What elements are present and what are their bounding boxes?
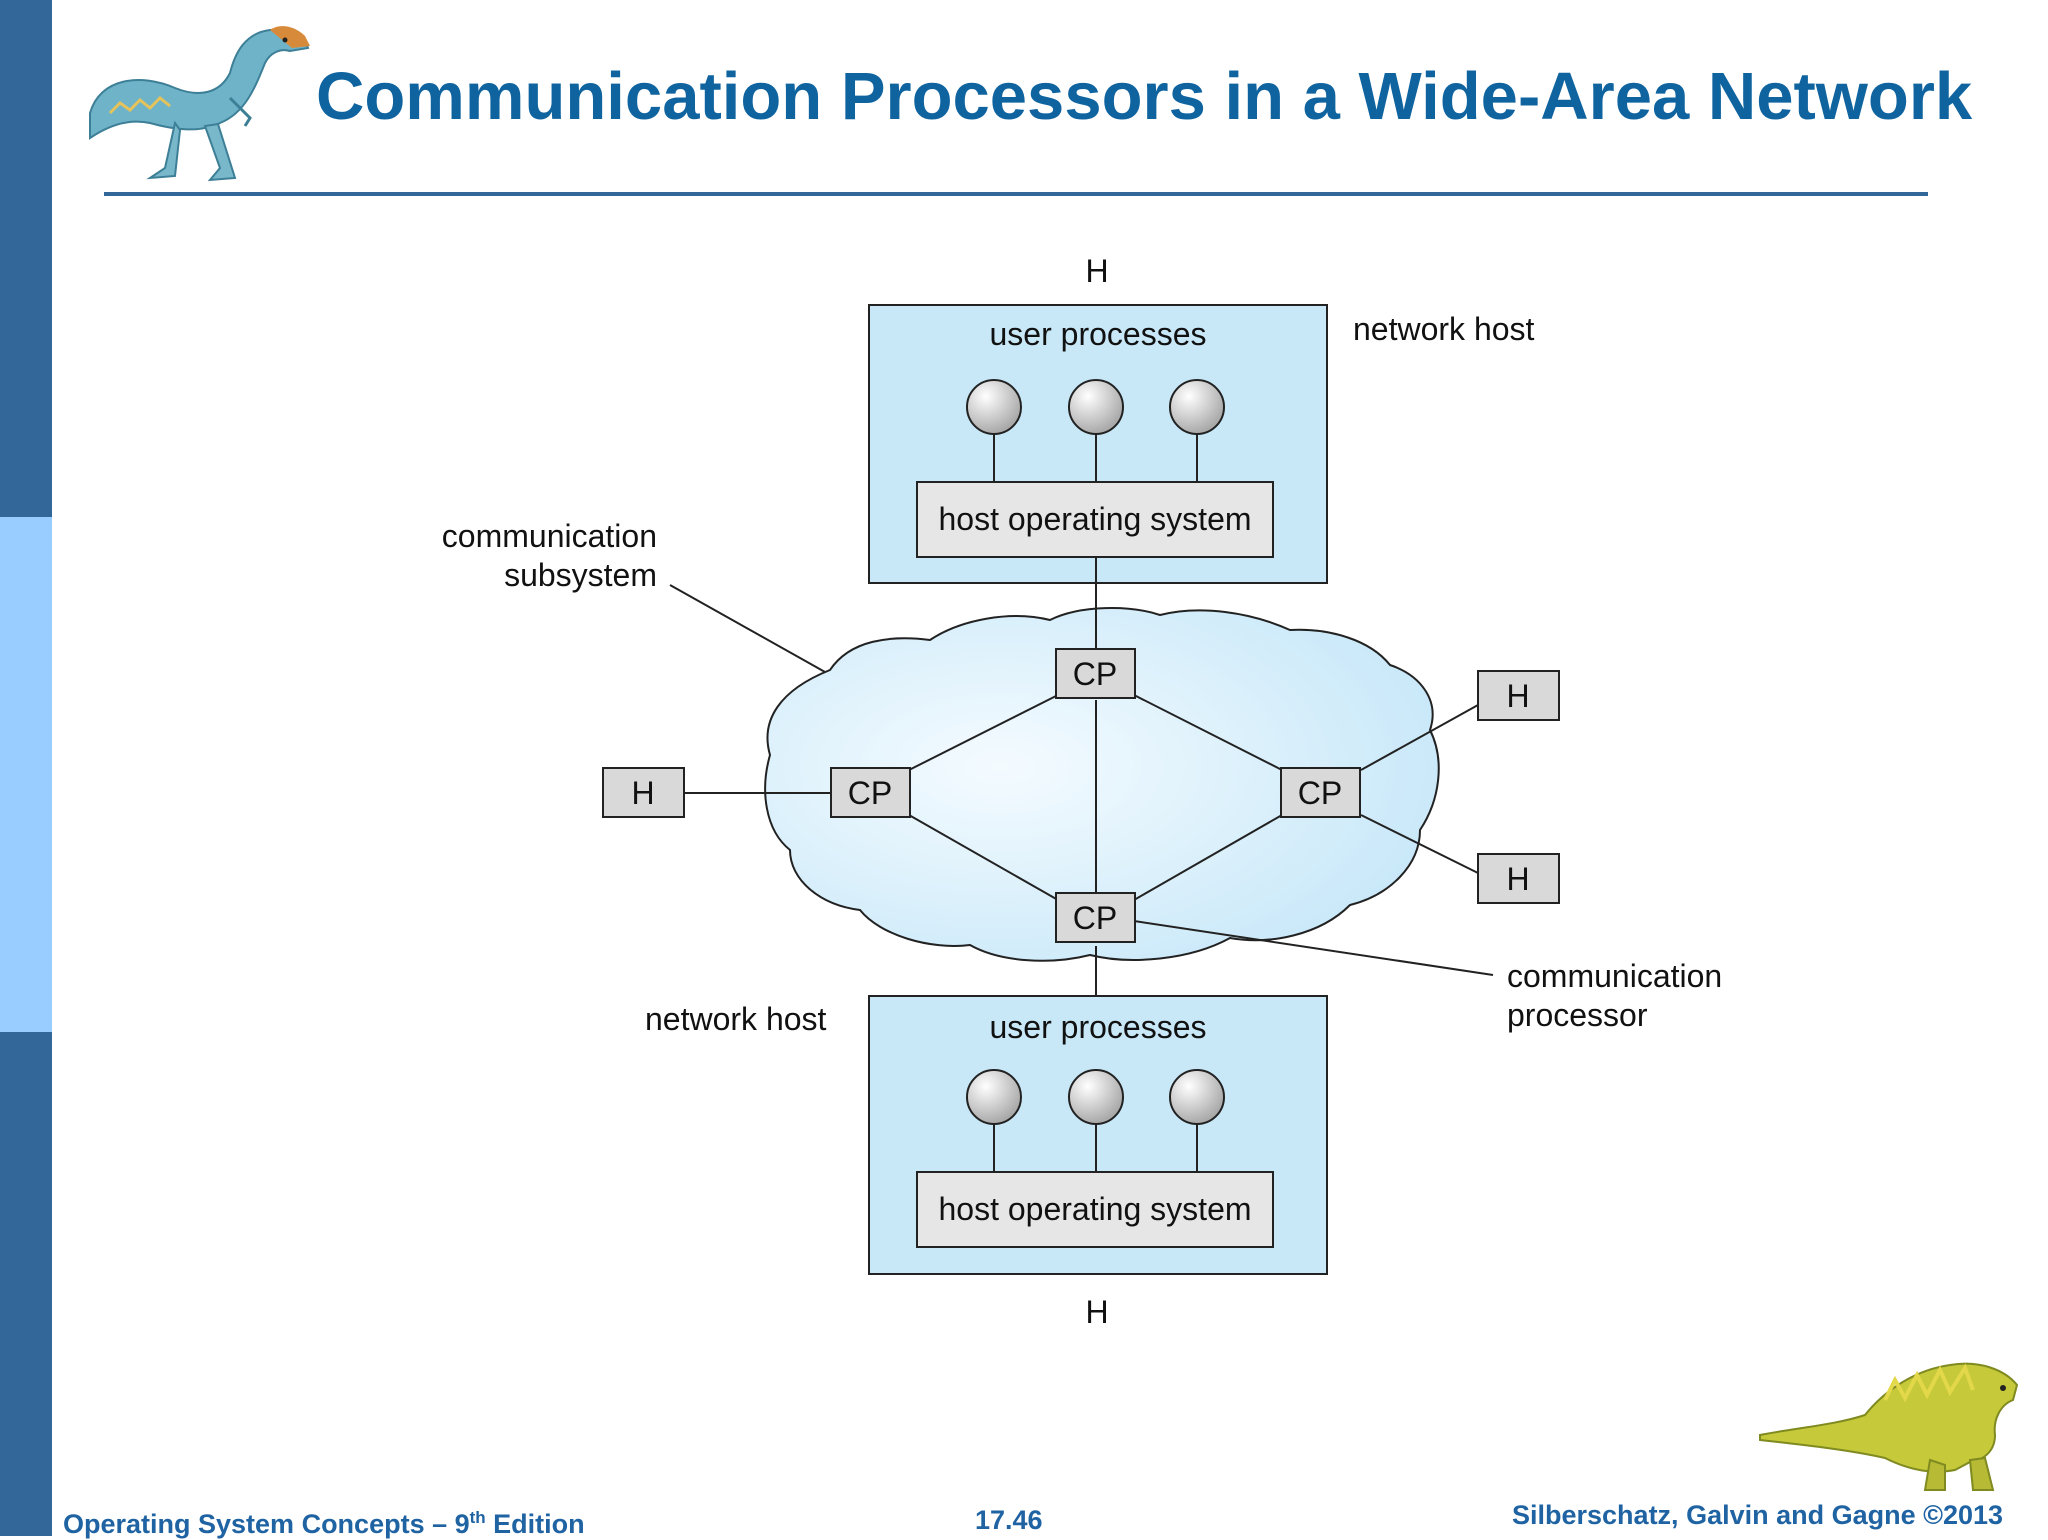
footer-page-number: 17.46 [975, 1505, 1043, 1535]
cp-node-top: CP [1055, 648, 1136, 699]
communication-subsystem-label-line2: subsystem [504, 557, 657, 593]
dinosaur-logo-bottom [1759, 1362, 2019, 1491]
side-bar-top [0, 0, 52, 517]
bottom-host-os-label: host operating system [938, 1191, 1251, 1227]
process-icon [1068, 379, 1124, 435]
bottom-host-os-box [916, 1171, 1274, 1248]
top-network-host-label: network host [1353, 311, 1535, 347]
slide-title: Communication Processors in a Wide-Area … [316, 59, 1973, 134]
cp-node-left: CP [830, 767, 911, 818]
communication-processor-label-line1: communication [1507, 958, 1722, 994]
cp-label: CP [1073, 656, 1117, 692]
footer-book-title-prefix: Operating System Concepts – 9 [63, 1509, 470, 1539]
host-box-right-lower: H [1477, 853, 1560, 904]
cp-node-bottom: CP [1055, 892, 1136, 943]
host-box-right-upper: H [1477, 670, 1560, 721]
communication-processor-label-line2: processor [1507, 997, 1648, 1033]
host-label: H [1506, 678, 1529, 714]
top-host-os-label: host operating system [938, 501, 1251, 537]
dinosaur-logo-top [89, 26, 310, 182]
communication-subsystem-cloud [764, 607, 1440, 962]
side-bar-middle [0, 517, 52, 1032]
host-box-left: H [602, 767, 685, 818]
cp-label: CP [1298, 775, 1342, 811]
footer-copyright: Silberschatz, Galvin and Gagne ©2013 [1512, 1500, 2004, 1530]
cp-label: CP [848, 775, 892, 811]
cp-node-right: CP [1280, 767, 1361, 818]
footer-book-title-sup: th [469, 1508, 486, 1527]
top-host-os-box [916, 481, 1274, 558]
network-links [669, 557, 1494, 1000]
process-icon [1068, 1069, 1124, 1125]
bottom-network-host-label: network host [645, 1001, 827, 1037]
process-icon [966, 1069, 1022, 1125]
top-host-label: H [1085, 253, 1108, 289]
title-rule [104, 192, 1928, 196]
host-label: H [1506, 861, 1529, 897]
bottom-host-label: H [1085, 1294, 1108, 1330]
process-icon [1169, 1069, 1225, 1125]
top-user-processes-label: user processes [990, 316, 1207, 352]
bottom-user-processes-label: user processes [990, 1009, 1207, 1045]
process-icon [966, 379, 1022, 435]
host-label: H [631, 775, 654, 811]
footer-book-title-suffix: Edition [485, 1509, 585, 1539]
side-bar-bottom [0, 1032, 52, 1536]
footer-book-title: Operating System Concepts – 9th Edition [63, 1508, 585, 1540]
cp-label: CP [1073, 900, 1117, 936]
process-icon [1169, 379, 1225, 435]
top-process-icons [966, 379, 1225, 482]
communication-subsystem-label-line1: communication [442, 518, 657, 554]
bottom-process-icons [966, 1069, 1225, 1172]
